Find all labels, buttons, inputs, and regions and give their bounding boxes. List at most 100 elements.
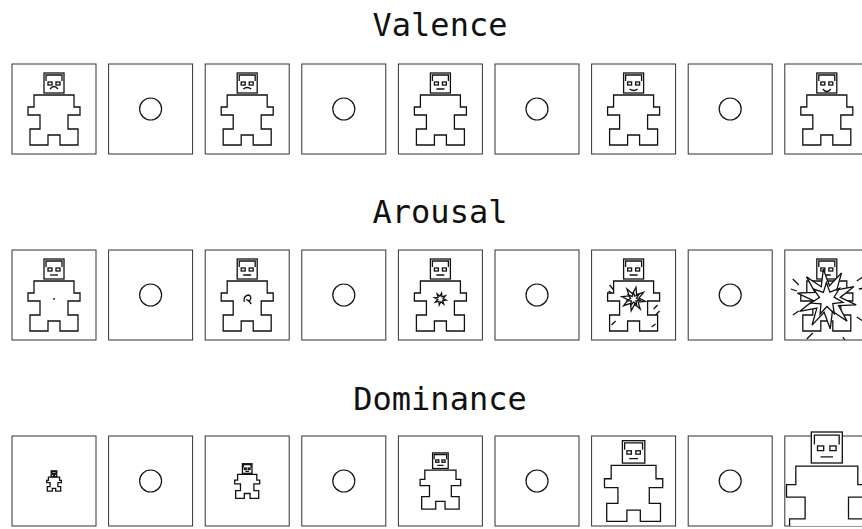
manikin-eye — [249, 82, 253, 85]
manikin-eye — [636, 451, 640, 454]
rating-box — [785, 250, 862, 340]
manikin-mouth — [243, 88, 251, 90]
motion-line — [843, 337, 847, 340]
manikin-head — [237, 73, 257, 93]
manikin-mouth — [245, 471, 249, 472]
manikin-figure — [420, 453, 461, 509]
rating-cell — [592, 436, 676, 526]
rating-cell — [12, 436, 96, 526]
manikin-eye — [628, 82, 632, 85]
motion-line — [793, 311, 799, 315]
arousal-burst — [435, 293, 447, 305]
rating-cell — [12, 250, 96, 340]
rating-cell — [785, 64, 862, 154]
manikin-hair — [819, 261, 835, 267]
manikin-figure — [791, 259, 862, 340]
manikin-body — [604, 465, 662, 521]
scale-heading: Dominance — [353, 380, 526, 418]
manikin-figure — [414, 73, 466, 145]
manikin-eye — [436, 460, 439, 462]
rating-box — [302, 64, 386, 154]
manikin-hair — [626, 261, 642, 267]
arousal-dot — [53, 298, 55, 300]
manikin-eye — [627, 451, 631, 454]
manikin-mouth — [436, 88, 444, 89]
manikin-hair — [432, 261, 448, 267]
rating-cell — [688, 64, 772, 154]
rating-cell — [398, 64, 482, 154]
manikin-hair — [434, 454, 446, 459]
manikin-body — [801, 95, 853, 145]
manikin-mouth — [823, 89, 831, 92]
rating-box — [205, 250, 289, 340]
rating-cell — [398, 436, 482, 526]
manikin-head — [430, 259, 450, 279]
rating-circle — [140, 98, 162, 120]
manikin-figure — [801, 73, 853, 145]
rating-circle — [333, 470, 355, 492]
manikin-body — [414, 95, 466, 145]
rating-cell — [12, 64, 96, 154]
manikin-figure — [787, 432, 862, 526]
rating-box — [109, 64, 193, 154]
manikin-eye — [241, 268, 245, 271]
manikin-figure — [604, 441, 662, 522]
manikin-eye — [830, 446, 836, 451]
manikin-eye — [55, 473, 56, 475]
motion-line — [857, 277, 862, 281]
rating-box — [592, 436, 676, 526]
rating-circle — [526, 98, 548, 120]
motion-line — [791, 289, 797, 291]
manikin-eye — [241, 82, 245, 85]
manikin-body — [787, 466, 862, 526]
motion-line — [652, 324, 656, 327]
rating-circle — [719, 470, 741, 492]
rating-cell — [688, 436, 772, 526]
rating-box — [109, 436, 193, 526]
manikin-mouth — [630, 89, 638, 91]
rating-cell — [785, 432, 862, 529]
manikin-eye — [248, 468, 250, 469]
rating-box — [495, 64, 579, 154]
manikin-hair — [239, 261, 255, 267]
rating-cell — [302, 250, 386, 340]
manikin-body — [420, 470, 461, 509]
motion-line — [859, 288, 862, 289]
rating-cell — [302, 436, 386, 526]
manikin-eye — [249, 268, 253, 271]
manikin-body — [414, 281, 466, 331]
manikin-body — [47, 477, 62, 491]
manikin-mouth — [50, 87, 58, 90]
manikin-figure — [235, 464, 260, 499]
rating-box — [398, 436, 482, 526]
rating-box — [495, 436, 579, 526]
rating-box — [592, 64, 676, 154]
manikin-head — [622, 441, 644, 463]
manikin-eye — [434, 268, 438, 271]
arousal-burst-inner — [811, 283, 843, 315]
manikin-eye — [628, 268, 632, 271]
manikin-figure — [28, 73, 80, 145]
manikin-figure — [28, 259, 80, 331]
manikin-mouth — [53, 475, 55, 476]
rating-box — [205, 64, 289, 154]
manikin-head — [237, 259, 257, 279]
manikin-head — [817, 73, 837, 93]
rating-circle — [140, 284, 162, 306]
rating-cell — [398, 250, 482, 340]
manikin-eye — [636, 82, 640, 85]
manikin-eye — [56, 82, 60, 85]
manikin-figure — [221, 259, 273, 331]
rating-box — [109, 250, 193, 340]
manikin-mouth — [630, 274, 638, 275]
rating-cell — [495, 250, 579, 340]
rating-circle — [719, 98, 741, 120]
motion-line — [857, 317, 862, 321]
rating-cell — [109, 436, 193, 526]
rating-box — [12, 64, 96, 154]
rating-box — [688, 64, 772, 154]
rating-circle — [140, 470, 162, 492]
manikin-hair — [46, 75, 62, 81]
manikin-eye — [48, 268, 52, 271]
